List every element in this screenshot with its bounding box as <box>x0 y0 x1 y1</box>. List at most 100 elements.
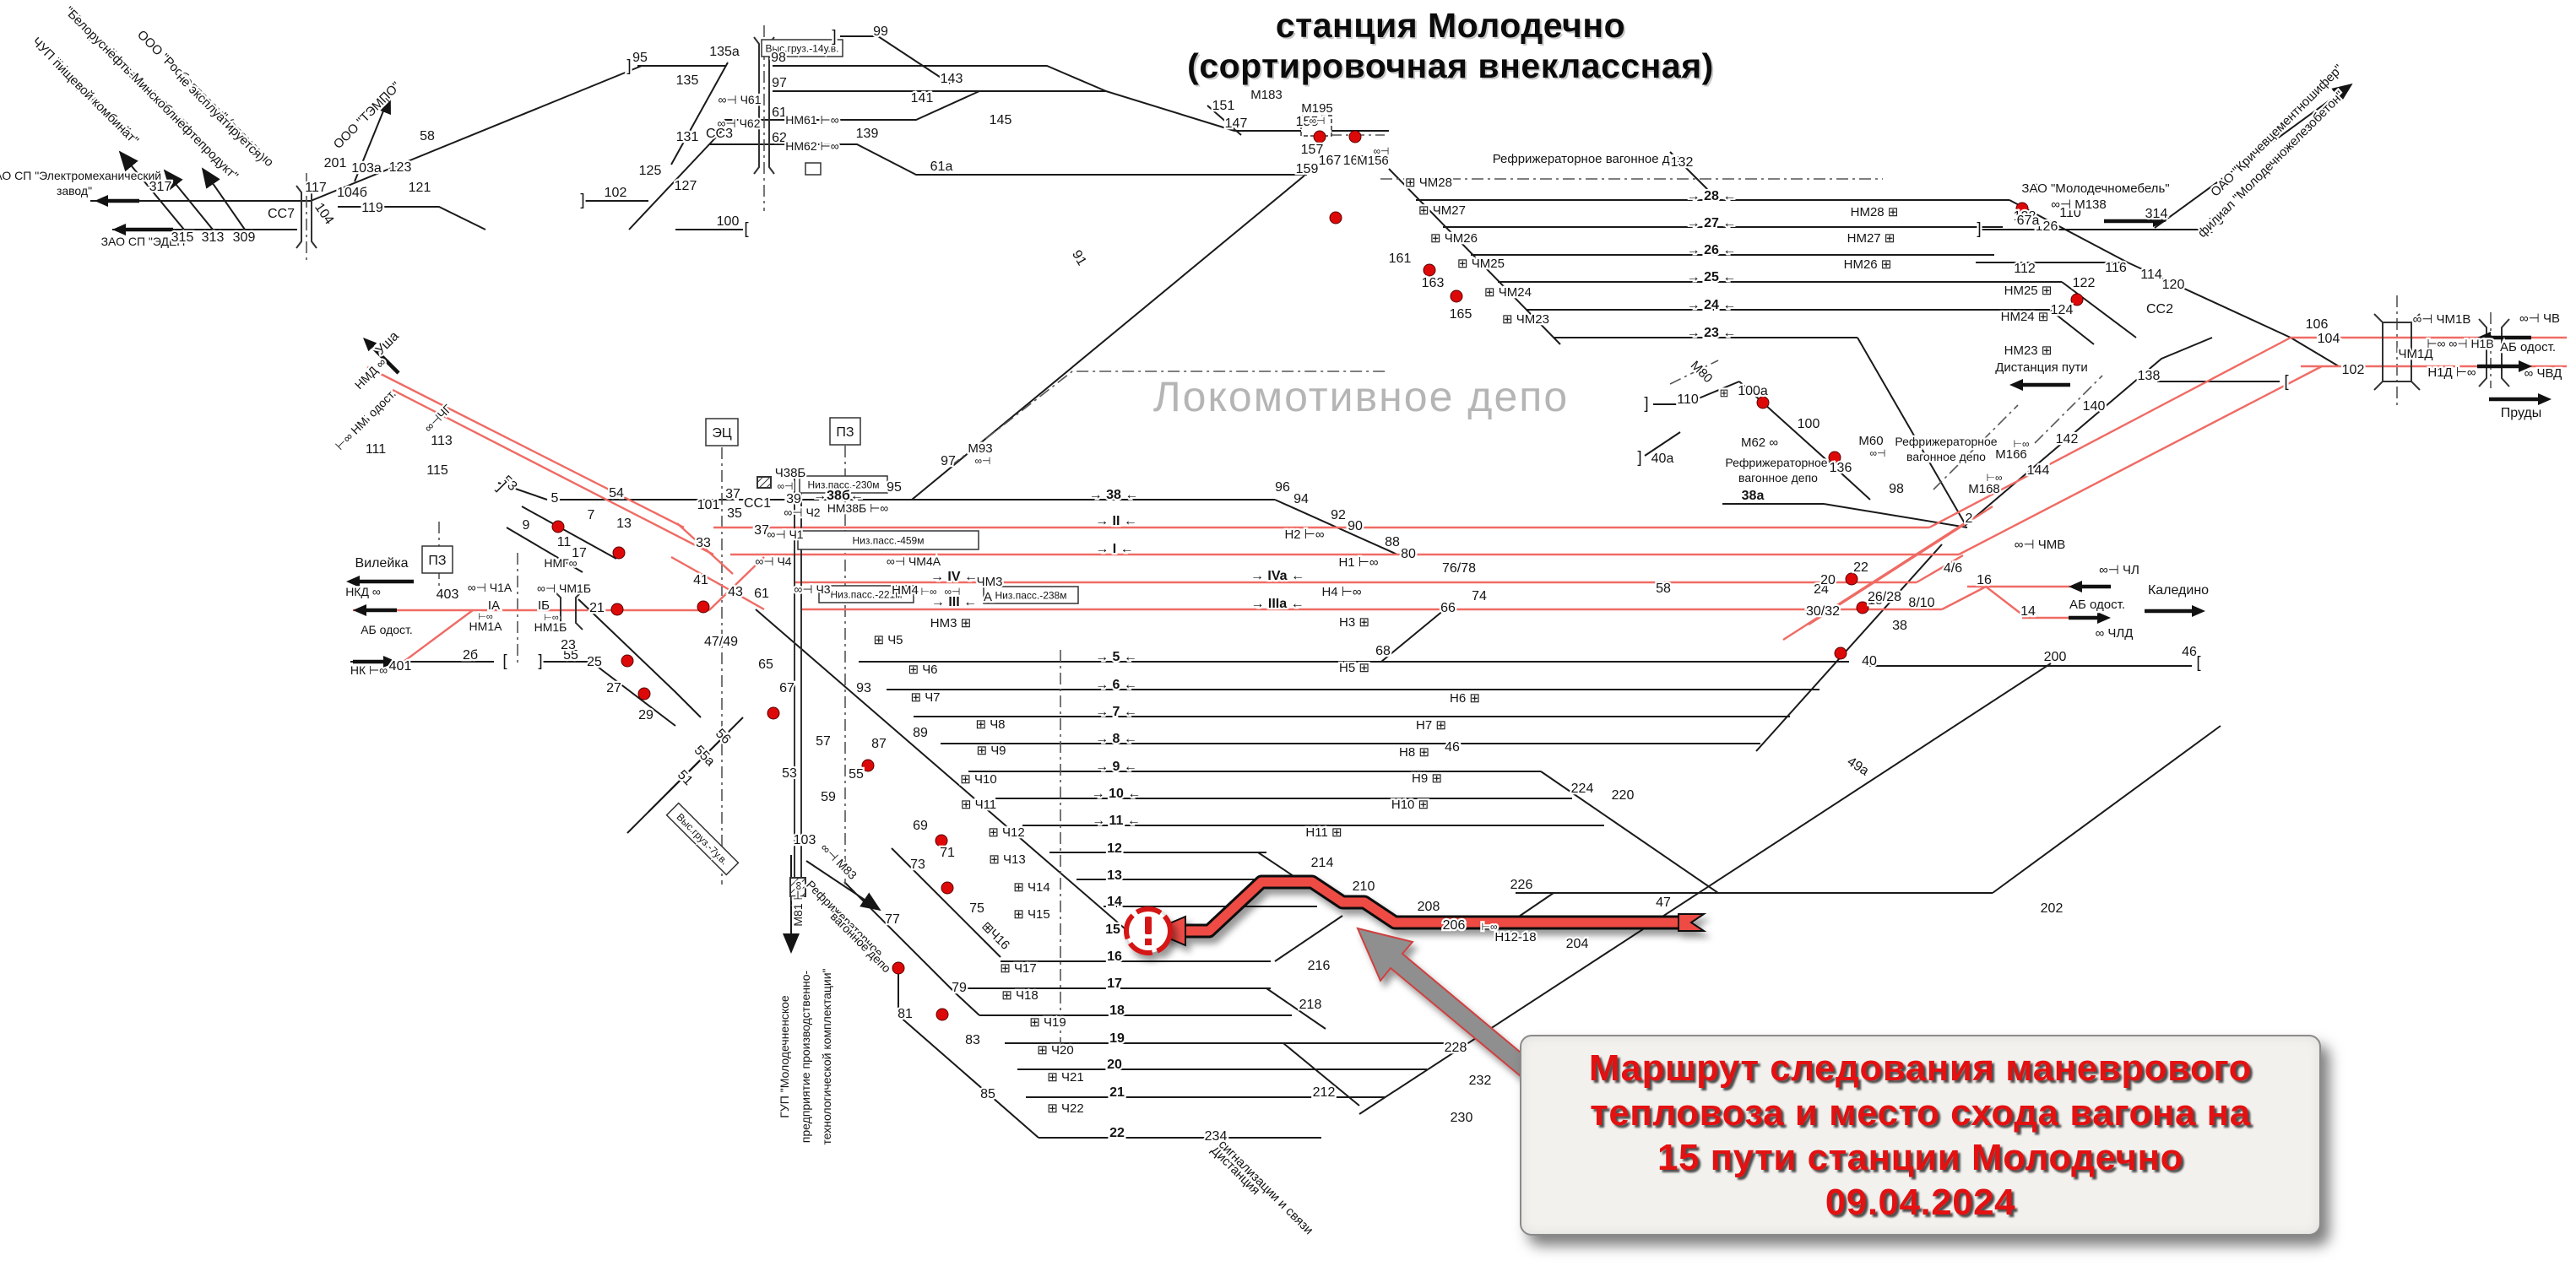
diagram-label: Н3 ⊞ <box>1339 615 1369 630</box>
diagram-label: АБ одост. <box>2069 598 2125 612</box>
diagram-label: Н6 ⊞ <box>1450 691 1480 706</box>
diagram-label: М93 <box>968 441 992 456</box>
diagram-label: ⊢∞ <box>920 586 936 598</box>
diagram-label: ] <box>580 192 584 209</box>
diagram-label: 220 <box>1612 788 1635 803</box>
diagram-label: 144 <box>2027 463 2050 478</box>
signal-dot <box>1313 130 1326 143</box>
diagram-label: 100а <box>1738 384 1768 398</box>
diagram-label: 19 <box>1109 1031 1125 1046</box>
diagram-label: СС1 <box>744 496 771 511</box>
diagram-label: → I ← <box>1095 542 1133 556</box>
diagram-label: ⊞ Ч6 <box>908 663 937 677</box>
diagram-label: 37 <box>725 487 740 501</box>
signal-dot <box>612 546 626 560</box>
diagram-label: НМ4 <box>892 583 919 598</box>
diagram-label: 61 <box>772 106 787 120</box>
diagram-label: Вилейка <box>355 556 408 571</box>
diagram-label: 25 <box>587 655 602 669</box>
diagram-label: Рефрижераторное <box>1895 435 1997 448</box>
diagram-label: 204 <box>1566 937 1589 951</box>
diagram-label: Н9 ⊞ <box>1412 771 1442 786</box>
diagram-label: ⊞ Ч8 <box>975 717 1005 732</box>
diagram-label: → IV ← <box>930 570 978 584</box>
diagram-label: М81 ⊢∞ <box>791 881 805 926</box>
diagram-label: 40 <box>1862 654 1877 668</box>
diagram-label: 24 <box>1814 582 1829 597</box>
diagram-label: 140 <box>2083 399 2106 414</box>
diagram-label: 17 <box>1107 977 1122 991</box>
direction-arrow <box>363 338 377 352</box>
diagram-label: ⊞ Ч5 <box>873 633 903 647</box>
diagram-label: 218 <box>1299 998 1322 1012</box>
diagram-label: ∞⊣ ЧВ <box>2519 311 2560 326</box>
info-box: Низ.пасс.-459м <box>797 530 979 550</box>
direction-arrow <box>112 224 126 235</box>
track-lines <box>90 35 2353 1139</box>
direction-arrows <box>95 195 2552 668</box>
diagram-label: 13 <box>1107 868 1122 883</box>
diagram-label: Дистанция пути <box>1995 360 2088 375</box>
svg-text:Выс.груз.-14у.в.: Выс.груз.-14у.в. <box>766 42 839 54</box>
diagram-label: → 25 ← <box>1687 270 1737 284</box>
diagram-label: 47 <box>1656 895 1671 910</box>
diagram-label: 26/28 <box>1868 590 1901 604</box>
derail-circle <box>1124 906 1173 955</box>
signal-dot <box>1450 289 1463 303</box>
signal-dot <box>1845 572 1858 586</box>
diagram-label: 85 <box>980 1087 995 1101</box>
diagram-label: 110 <box>1677 392 1699 407</box>
diagram-label: М156 <box>1357 154 1389 168</box>
page-title: станция Молодечно (сортировочная внеклас… <box>1187 5 1714 86</box>
diagram-label: → 27 ← <box>1687 216 1737 230</box>
diagram-label: ⊞ ЧМ27 <box>1418 203 1466 218</box>
signal-dot <box>621 654 634 668</box>
signal-dot <box>697 600 710 614</box>
diagram-label: 163 <box>1422 276 1445 290</box>
signal-dot <box>1756 396 1770 409</box>
diagram-label: 73 <box>910 858 925 872</box>
svg-text:ПЗ: ПЗ <box>428 554 446 568</box>
diagram-label: → 5 ← <box>1095 650 1137 664</box>
direction-arrow <box>2192 605 2205 617</box>
diagram-label: 100 <box>717 214 740 229</box>
diagram-label: ЧМ3 <box>977 575 1003 589</box>
diagram-label: → 6 ← <box>1095 678 1137 692</box>
diagram-label: ГУП "Молодечненское <box>778 995 791 1118</box>
diagram-label: 125 <box>639 164 662 178</box>
diagram-label: 104б <box>337 186 367 200</box>
diagram-label: 40а <box>1651 452 1674 466</box>
diagram-label: 43 <box>728 585 743 599</box>
diagram-label: 99 <box>873 24 888 39</box>
diagram-label: 35 <box>727 506 742 521</box>
diagram-label: вагонное депо <box>1906 450 1986 463</box>
diagram-label: 89 <box>913 726 928 740</box>
signal-dot <box>941 881 954 895</box>
diagram-label: ∞⊣ Ч3 <box>794 582 830 596</box>
diagram-label: ⊞ Ч18 <box>1001 988 1038 1003</box>
svg-text:ПЗ: ПЗ <box>836 425 854 440</box>
diagram-label: → 10 ← <box>1092 787 1142 801</box>
diagram-label: IБ <box>538 598 550 613</box>
diagram-label: сигнализации и связи <box>1216 1137 1316 1237</box>
diagram-label: ⊞ ЧМ25 <box>1457 257 1505 271</box>
diagram-label: 14 <box>1107 895 1122 909</box>
diagram-label: Н5 ⊞ <box>1339 661 1369 675</box>
diagram-label: 95 <box>887 480 902 495</box>
info-box: Выс.груз.-7у.в. <box>665 802 740 876</box>
diagram-label: 155 <box>1296 115 1319 129</box>
diagram-label: 159 <box>1296 162 1319 176</box>
diagram-label: ⊞ Ч7 <box>910 690 940 705</box>
diagram-label: 232 <box>1469 1074 1492 1088</box>
diagram-label: 16 <box>1107 950 1122 964</box>
diagram-label: 9 <box>523 518 530 533</box>
annotation-line: 15 пути станции Молодечно <box>1657 1137 2183 1178</box>
diagram-label: ∞⊣ Ч1А <box>468 581 512 594</box>
diagram-label: 13 <box>616 517 632 531</box>
diagram-label: филиал "Молодечножелезобетон" <box>2195 89 2347 241</box>
diagram-label: 33 <box>696 536 711 550</box>
info-box: ЭЦ <box>705 418 739 446</box>
diagram-label: 69 <box>913 819 928 833</box>
diagram-label: 5 <box>551 491 559 506</box>
diagram-label: ЗАО "Молодечномебель" <box>2021 181 2169 196</box>
